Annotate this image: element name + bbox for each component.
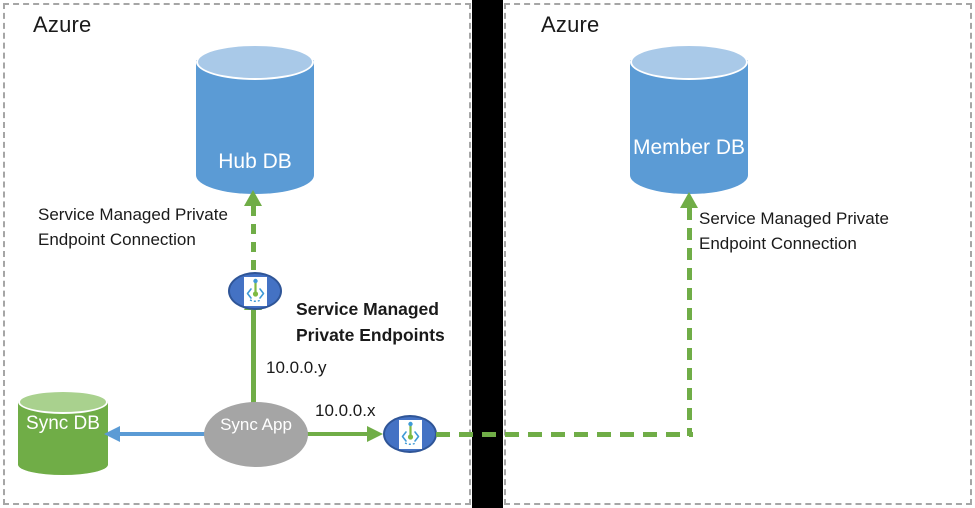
hub-db-label: Hub DB	[218, 150, 292, 173]
connector-sync-app-to-sync-db	[118, 432, 214, 436]
cylinder-top	[196, 44, 314, 80]
connector-pe-member-horizontal	[436, 432, 693, 437]
boundary-divider	[472, 0, 503, 508]
annotation-ip-y: 10.0.0.y	[266, 358, 327, 377]
connector-pe-to-hub-db	[251, 206, 256, 274]
sync-db-label: Sync DB	[26, 413, 100, 434]
cylinder-body	[196, 60, 314, 194]
hub-db-node[interactable]: Hub DB	[196, 44, 314, 194]
sync-db-node[interactable]: Sync DB	[18, 390, 108, 475]
annotation-ip-x: 10.0.0.x	[315, 401, 376, 420]
connector-pe-member-vertical	[687, 208, 692, 436]
arrowhead-pe-to-hub-db	[244, 190, 262, 206]
arrowhead-to-member-db	[680, 192, 698, 208]
private-link-icon	[398, 419, 422, 449]
annotation-hub-connection: Service Managed Private Endpoint Connect…	[38, 205, 228, 249]
private-endpoint-hub[interactable]	[228, 272, 282, 310]
member-db-node[interactable]: Member DB	[630, 44, 748, 194]
panel-title-left: Azure	[33, 12, 92, 37]
connector-sync-app-to-pe-hub	[251, 306, 256, 416]
private-link-icon	[243, 276, 267, 306]
private-endpoint-member[interactable]	[383, 415, 437, 453]
annotation-service-managed-private-endpoints: Service Managed Private Endpoints	[296, 299, 445, 345]
cylinder-body	[630, 60, 748, 194]
arrowhead-sync-app-to-pe-member	[367, 426, 383, 442]
annotation-member-connection: Service Managed Private Endpoint Connect…	[699, 209, 889, 253]
panel-title-right: Azure	[541, 12, 600, 37]
cylinder-top	[630, 44, 748, 80]
member-db-label: Member DB	[632, 136, 746, 159]
arrowhead-sync-app-to-sync-db	[104, 426, 120, 442]
cylinder-top	[18, 390, 108, 414]
sync-app-node[interactable]: Sync App	[204, 402, 308, 467]
connector-sync-app-to-pe-member	[304, 432, 368, 436]
sync-app-label: Sync App	[220, 415, 292, 434]
